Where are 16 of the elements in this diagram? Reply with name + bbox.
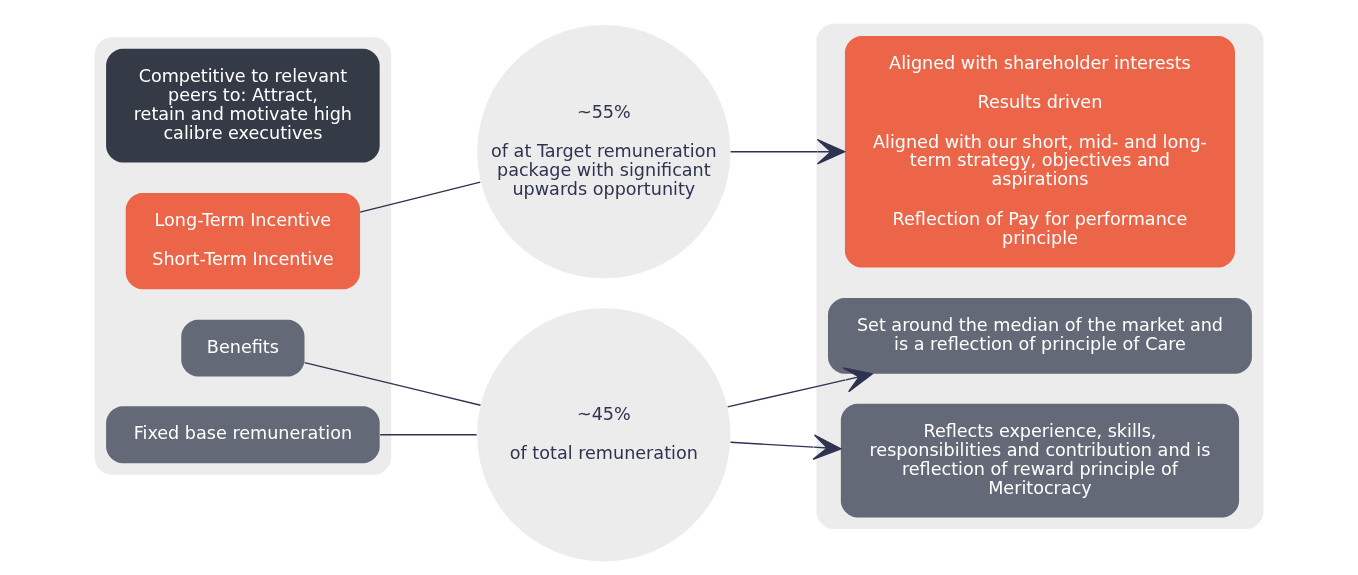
node-circle: ~45% of total remuneration	[477, 308, 731, 562]
node-circle: ~55% of at Target remuneration package with significant upwards opportunity	[477, 25, 731, 279]
node-box: Reflects experience, skills, responsibilities and contribution and is reflection of reward principle of Meritocracy	[840, 403, 1240, 518]
connector	[303, 362, 482, 406]
node-box: Set around the median of the market and is a reflection of principle of Care	[828, 298, 1252, 374]
cluster	[94, 37, 392, 475]
node-box: Long-Term Incentive Short-Term Incentive	[125, 193, 361, 290]
connector	[359, 181, 481, 213]
node-box: Benefits	[181, 319, 305, 377]
node-box: Aligned with shareholder interests Results driven Aligned with our short, mid- and long-term strategy, objectives and aspirations Reflection of Pay for performance principle	[844, 35, 1235, 268]
arrow	[726, 367, 874, 408]
arrow	[729, 138, 846, 165]
node-box: Fixed base remuneration	[106, 406, 380, 464]
connector	[379, 434, 478, 436]
arrow	[729, 434, 842, 461]
node-box: Competitive to relevant peers to: Attract, retain and motivate high calibre executives	[106, 48, 380, 163]
